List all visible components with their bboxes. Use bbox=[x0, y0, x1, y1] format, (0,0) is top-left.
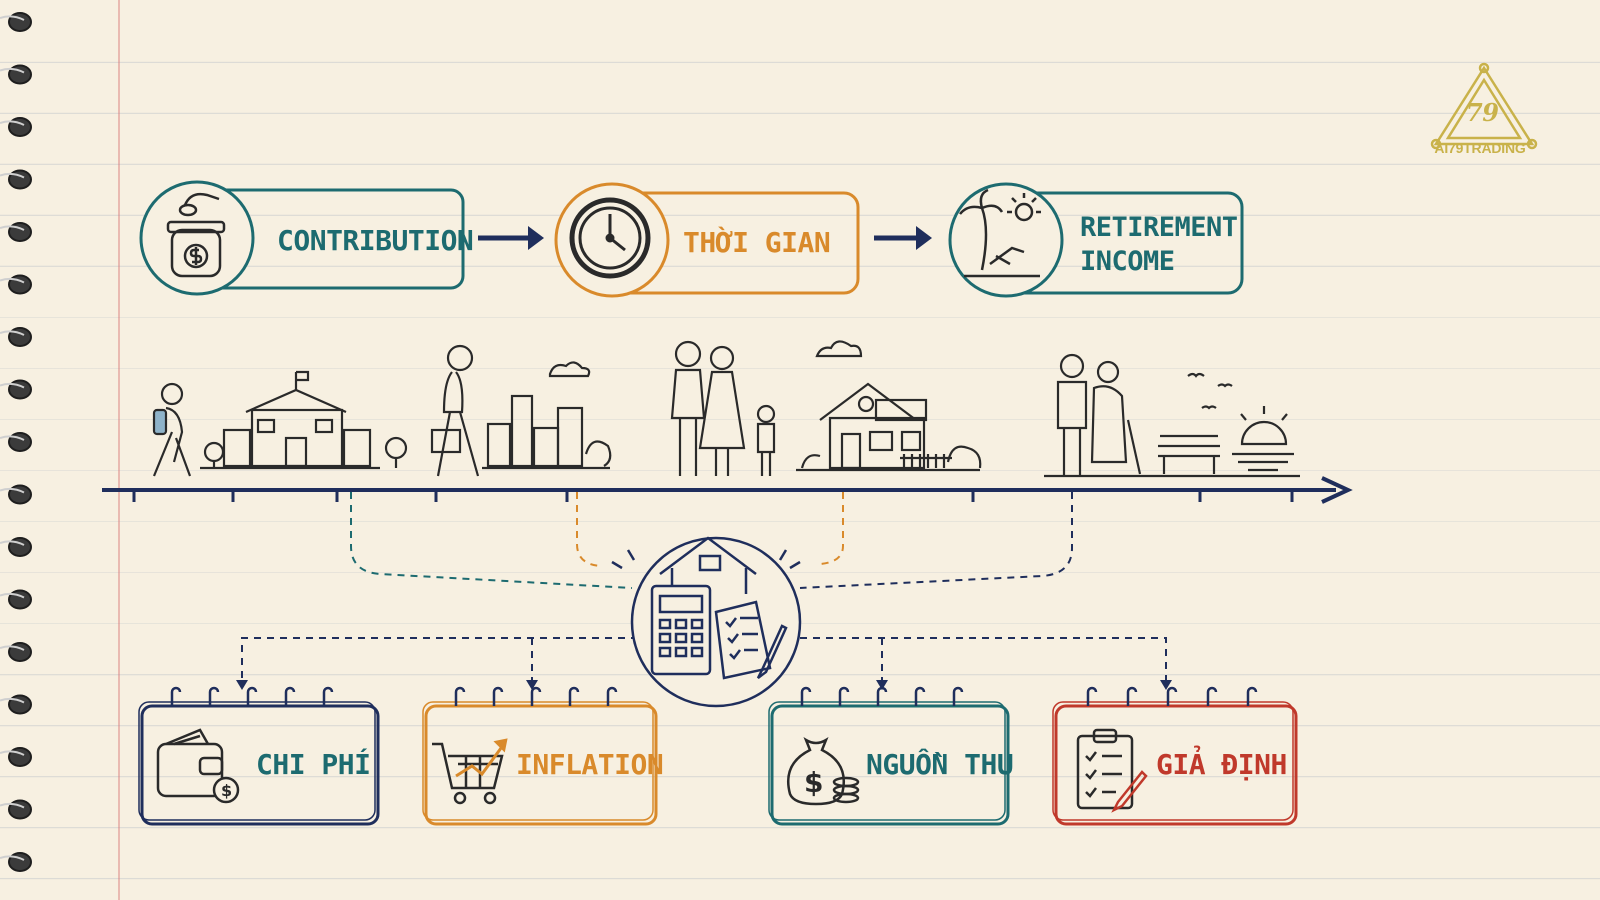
timeline-axis bbox=[102, 476, 1353, 504]
spiral-ring bbox=[0, 484, 32, 505]
calculator-house-icon bbox=[611, 536, 802, 708]
spiral-ring bbox=[0, 747, 32, 767]
spiral-ring bbox=[0, 432, 32, 452]
inflation-label: INFLATION bbox=[516, 748, 664, 781]
spiral-ring bbox=[0, 799, 32, 820]
spiral-ring bbox=[0, 117, 32, 137]
card-inflation bbox=[422, 686, 658, 826]
coin-jar-icon bbox=[166, 192, 226, 278]
wallet-icon: $ bbox=[156, 728, 240, 804]
flow-arrow-1 bbox=[478, 226, 544, 250]
contribution-label: CONTRIBUTION bbox=[277, 224, 474, 257]
card-income-sources bbox=[768, 686, 1010, 826]
spiral-ring bbox=[0, 327, 32, 347]
spiral-ring bbox=[0, 274, 32, 295]
retirement-box bbox=[948, 182, 1244, 298]
spiral-ring bbox=[0, 694, 32, 715]
cart-chart-icon bbox=[432, 738, 508, 805]
spiral-ring bbox=[0, 537, 32, 557]
card-expenses bbox=[138, 686, 380, 826]
contribution-box bbox=[139, 180, 465, 296]
spiral-ring bbox=[0, 64, 32, 85]
svg-text:$: $ bbox=[804, 766, 823, 799]
spiral-ring bbox=[0, 589, 32, 610]
family-house-scene bbox=[670, 340, 982, 476]
retirement-label-line2: INCOME bbox=[1080, 246, 1175, 277]
flow-arrow-2 bbox=[874, 226, 932, 250]
spiral-ring bbox=[0, 12, 32, 32]
assumptions-label: GIẢ ĐỊNH bbox=[1156, 748, 1287, 781]
money-bag-icon: $ bbox=[787, 737, 860, 806]
child-school-scene bbox=[152, 370, 408, 477]
income-sources-label: NGUỒN THU bbox=[866, 748, 1014, 781]
elderly-park-scene bbox=[1044, 353, 1300, 478]
svg-text:$: $ bbox=[221, 781, 232, 800]
spiral-ring bbox=[0, 642, 32, 662]
time-label: THỜI GIAN bbox=[683, 226, 831, 259]
spiral-ring bbox=[0, 169, 32, 190]
worker-city-scene bbox=[430, 344, 612, 477]
spiral-ring bbox=[0, 852, 32, 872]
retirement-label-line1: RETIREMENT bbox=[1080, 212, 1238, 243]
spiral-binding bbox=[0, 12, 32, 872]
spiral-ring bbox=[0, 379, 32, 400]
card-assumptions bbox=[1052, 686, 1298, 826]
brand-logo-number: 79 bbox=[1466, 98, 1499, 127]
brand-name: AI79TRADING bbox=[1434, 140, 1526, 156]
brand-logo-icon bbox=[1430, 62, 1538, 150]
spiral-ring bbox=[0, 222, 32, 242]
hub-to-factors-connectors bbox=[241, 637, 1167, 682]
expenses-label: CHI PHÍ bbox=[256, 748, 371, 781]
timeline-to-hub-connectors bbox=[350, 492, 1073, 589]
beach-icon bbox=[959, 188, 1041, 278]
clipboard-icon bbox=[1076, 728, 1148, 813]
clock-icon bbox=[569, 197, 651, 279]
margin-line bbox=[118, 0, 120, 900]
